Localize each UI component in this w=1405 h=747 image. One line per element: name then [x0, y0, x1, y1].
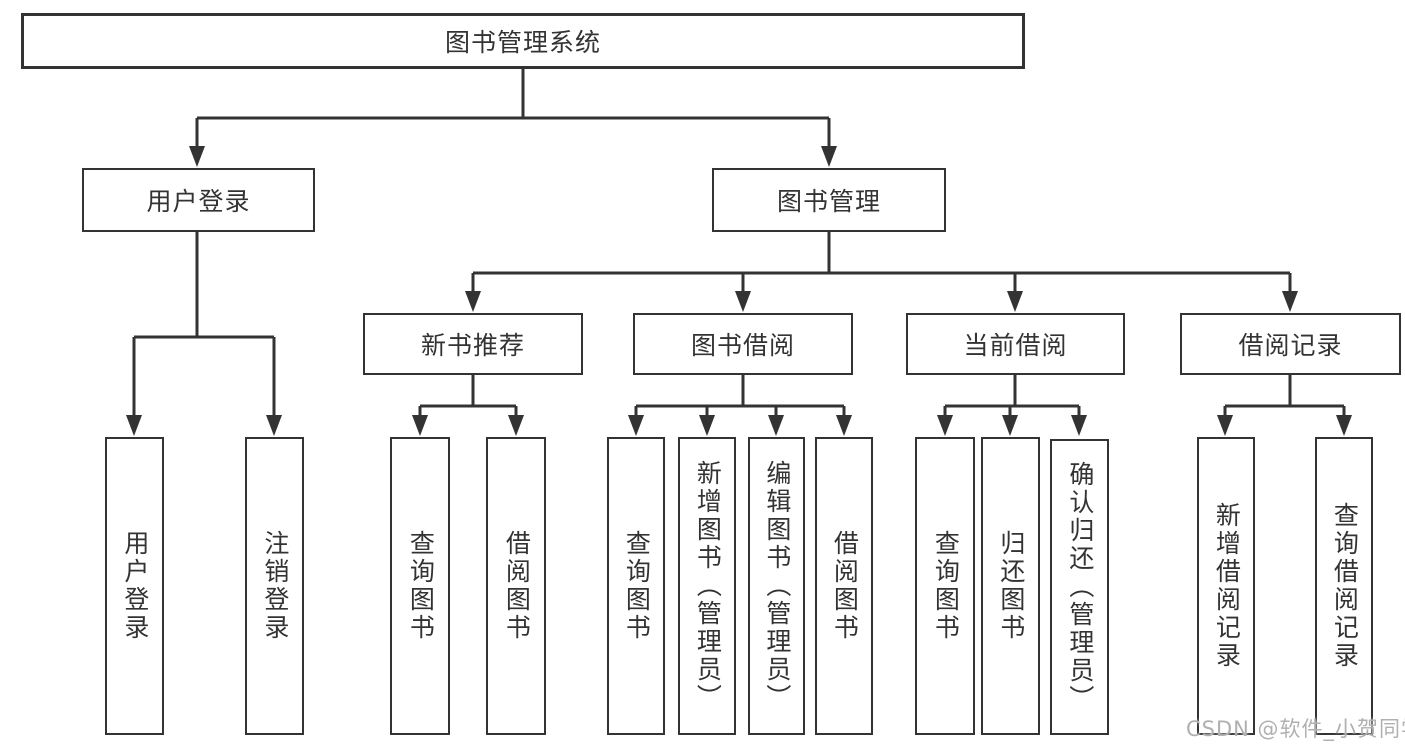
leaf-label: 用户登录: [120, 530, 150, 642]
leaf-label: 借阅图书: [502, 530, 532, 642]
arrow-down-icon: [1002, 415, 1018, 436]
leaf-label: 新增借阅记录: [1212, 502, 1242, 670]
leaf-label: 查询图书: [406, 530, 436, 642]
leaf-label: 确认归还（管理员）: [1065, 461, 1095, 713]
node-book-management: 图书管理: [712, 168, 946, 232]
leaf-label: 借阅图书: [830, 530, 860, 642]
leaf-borrow-books-recommend: 借阅图书: [486, 437, 546, 735]
arrow-down-icon: [1336, 415, 1352, 436]
arrow-down-icon: [412, 415, 428, 436]
csdn-watermark: CSDN @软件_小贺同学: [1186, 717, 1405, 741]
arrow-down-icon: [937, 415, 953, 436]
arrow-down-icon: [508, 415, 524, 436]
arrow-down-icon: [266, 415, 282, 436]
leaf-query-books-current: 查询图书: [915, 437, 975, 735]
leaf-label: 查询借阅记录: [1330, 502, 1360, 670]
leaf-borrow-books-borrowing: 借阅图书: [815, 437, 873, 735]
leaf-add-borrow-record: 新增借阅记录: [1197, 437, 1255, 735]
arrow-down-icon: [628, 415, 644, 436]
node-borrowing-records: 借阅记录: [1180, 313, 1401, 375]
leaf-query-books-borrowing: 查询图书: [607, 437, 665, 735]
arrowhead-icons: [126, 146, 1352, 436]
arrow-down-icon: [836, 415, 852, 436]
leaf-label: 注销登录: [260, 530, 290, 642]
node-book-borrowing: 图书借阅: [633, 313, 853, 375]
leaf-return-books: 归还图书: [981, 437, 1040, 735]
leaf-confirm-return-admin: 确认归还（管理员）: [1050, 439, 1109, 735]
node-new-book-recommend: 新书推荐: [363, 313, 583, 375]
arrow-down-icon: [465, 291, 481, 312]
arrow-down-icon: [1217, 415, 1233, 436]
node-library-system-root: 图书管理系统: [21, 13, 1025, 69]
leaf-label: 编辑图书（管理员）: [762, 460, 792, 712]
leaf-label: 新增图书（管理员）: [693, 460, 723, 712]
leaf-add-books-admin: 新增图书（管理员）: [678, 437, 736, 735]
arrow-down-icon: [699, 415, 715, 436]
leaf-user-login: 用户登录: [105, 437, 164, 735]
arrow-down-icon: [189, 146, 205, 167]
leaf-logout: 注销登录: [245, 437, 304, 735]
leaf-label: 归还图书: [996, 530, 1026, 642]
leaf-label: 查询图书: [931, 530, 961, 642]
arrow-down-icon: [1007, 291, 1023, 312]
leaf-query-borrow-record: 查询借阅记录: [1315, 437, 1373, 735]
node-user-login: 用户登录: [82, 168, 315, 232]
arrow-down-icon: [735, 291, 751, 312]
arrow-down-icon: [1071, 415, 1087, 436]
arrow-down-icon: [821, 146, 837, 167]
arrow-down-icon: [126, 415, 142, 436]
leaf-query-books-recommend: 查询图书: [390, 437, 450, 735]
leaf-label: 查询图书: [622, 530, 652, 642]
arrow-down-icon: [1282, 291, 1298, 312]
node-current-borrowing: 当前借阅: [906, 313, 1125, 375]
arrow-down-icon: [768, 415, 784, 436]
leaf-edit-books-admin: 编辑图书（管理员）: [748, 437, 805, 735]
connector-lines: [132, 69, 1346, 419]
